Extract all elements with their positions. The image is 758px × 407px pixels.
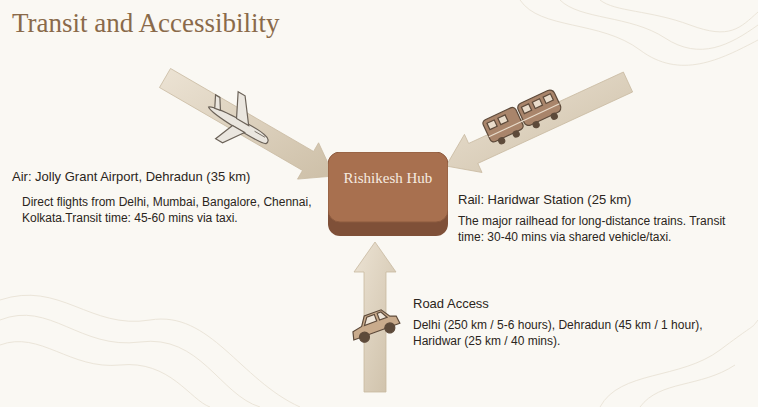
title: Transit and Accessibility (12, 8, 280, 39)
transit-arrow (446, 72, 633, 172)
mode-heading: Road Access (413, 296, 489, 311)
car-icon (347, 305, 402, 345)
mode-description: Delhi (250 km / 5-6 hours), Dehradun (45… (413, 318, 743, 349)
hub-face (328, 152, 448, 222)
mode-description: Direct flights from Delhi, Mumbai, Banga… (22, 195, 322, 226)
airplane-icon (197, 83, 283, 162)
hub-box: Rishikesh Hub (328, 152, 448, 236)
mode-heading: Air: Jolly Grant Airport, Dehradun (35 k… (12, 169, 250, 184)
transit-arrow (159, 68, 334, 179)
train-icon (482, 88, 565, 147)
hub-shape (328, 152, 448, 236)
mode-description: The major railhead for long-distance tra… (458, 214, 750, 245)
hub-label: Rishikesh Hub (328, 152, 448, 187)
mode-heading: Rail: Haridwar Station (25 km) (458, 192, 631, 207)
